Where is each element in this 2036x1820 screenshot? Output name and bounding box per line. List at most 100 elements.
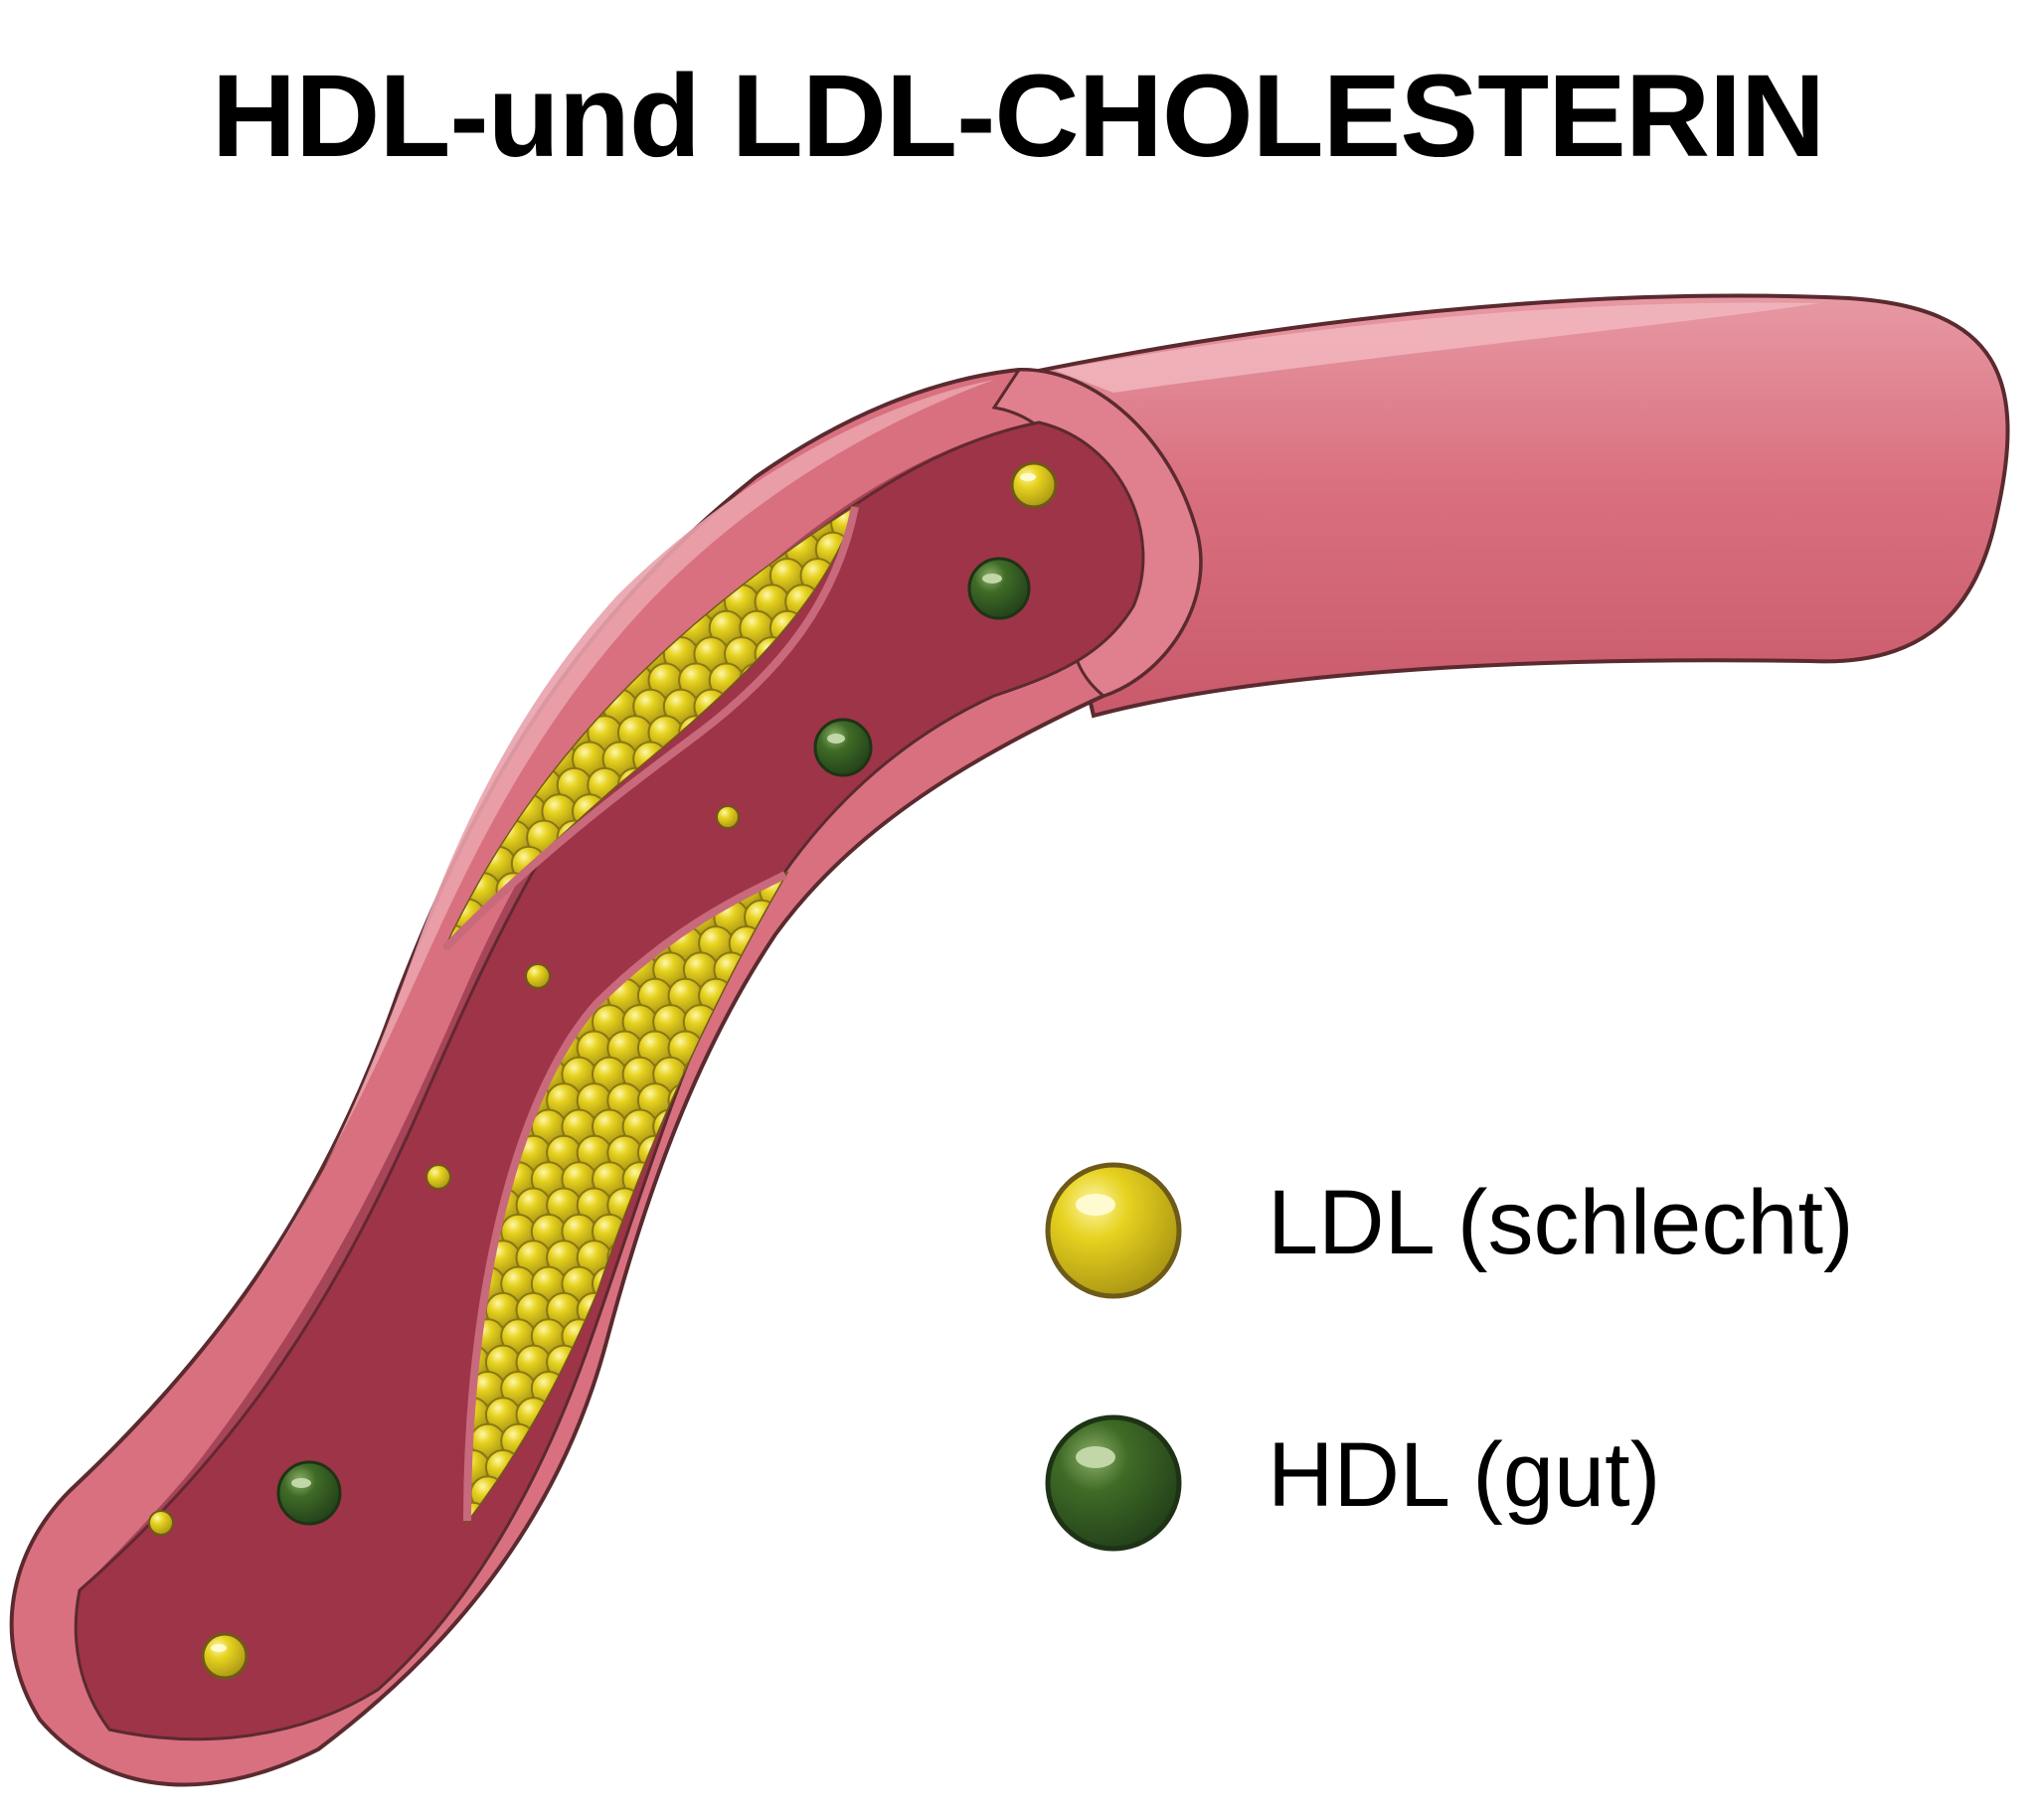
plaque-ldl-sphere: [713, 1371, 750, 1406]
plaque-ldl-sphere: [464, 609, 501, 646]
plaque-ldl-sphere: [632, 507, 669, 515]
plaque-ldl-sphere: [464, 715, 501, 751]
plaque-ldl-sphere: [587, 558, 623, 594]
plaque-ldl-sphere: [713, 1108, 750, 1145]
plaque-ldl-sphere: [616, 507, 653, 542]
plaque-ldl-sphere: [759, 1449, 785, 1485]
plaque-ldl-sphere: [682, 1213, 719, 1249]
plaque-ldl-sphere: [480, 636, 517, 673]
plaque-ldl-sphere: [445, 662, 471, 699]
plaque-ldl-sphere: [526, 558, 563, 594]
plaque-ldl-sphere: [713, 1265, 750, 1302]
plaque-ldl-sphere: [744, 1056, 779, 1092]
plaque-ldl-sphere: [698, 1187, 735, 1224]
plaque-ldl-sphere: [480, 583, 517, 620]
plaque-ldl-sphere: [759, 1501, 785, 1521]
ldl-particle: [425, 1164, 451, 1190]
ldl-particle: [525, 963, 551, 989]
plaque-ldl-sphere: [759, 1240, 785, 1276]
plaque-ldl-sphere: [652, 1265, 689, 1302]
plaque-ldl-sphere: [445, 636, 455, 673]
plaque-ldl-sphere: [592, 1475, 627, 1512]
plaque-ldl-sphere: [728, 1134, 764, 1171]
plaque-ldl-sphere: [576, 1449, 612, 1485]
plaque-ldl-sphere: [667, 1187, 704, 1224]
plaque-ldl-sphere: [606, 1501, 643, 1521]
plaque-ldl-sphere: [667, 1397, 704, 1433]
plaque-ldl-sphere: [445, 558, 471, 594]
plaque-ldl-sphere: [667, 1344, 704, 1381]
plaque-ldl-sphere: [814, 898, 851, 934]
plaque-ldl-sphere: [759, 1291, 785, 1328]
hdl-particle: [813, 718, 873, 777]
plaque-ldl-sphere: [636, 1397, 673, 1433]
plaque-ldl-sphere: [667, 1501, 704, 1521]
plaque-ldl-sphere: [526, 507, 563, 542]
plaque-ldl-sphere: [682, 1108, 719, 1145]
plaque-ldl-sphere: [445, 507, 455, 515]
plaque-ldl-sphere: [667, 1291, 704, 1328]
plaque-ldl-sphere: [744, 1265, 779, 1302]
plaque-ldl-sphere: [773, 1213, 785, 1249]
plaque-ldl-sphere: [773, 1475, 785, 1512]
plaque-ldl-sphere: [698, 1291, 735, 1328]
plaque-ldl-sphere: [445, 583, 455, 620]
plaque-ldl-sphere: [445, 793, 455, 830]
plaque-ldl-sphere: [744, 1108, 779, 1145]
plaque-ldl-sphere: [830, 872, 855, 909]
plaque-ldl-sphere: [621, 1318, 658, 1355]
plaque-ldl-sphere: [759, 1134, 785, 1171]
plaque-ldl-sphere: [713, 1475, 750, 1512]
plaque-ldl-sphere: [445, 507, 471, 542]
plaque-ldl-sphere: [698, 1082, 735, 1119]
plaque-ldl-sphere: [682, 1475, 719, 1512]
plaque-ldl-sphere: [728, 1030, 764, 1067]
plaque-ldl-sphere: [449, 531, 486, 568]
plaque-ldl-sphere: [713, 1161, 750, 1198]
plaque-ldl-sphere: [773, 1004, 785, 1041]
plaque-ldl-sphere: [728, 1082, 764, 1119]
ldl-particle: [201, 1632, 249, 1680]
plaque-ldl-sphere: [606, 1449, 643, 1485]
plaque-ldl-sphere: [480, 531, 517, 568]
plaque-ldl-sphere: [773, 1422, 785, 1459]
plaque-ldl-sphere: [495, 662, 532, 699]
plaque-ldl-sphere: [647, 507, 684, 542]
plaque-ldl-sphere: [449, 636, 486, 673]
ldl-particle: [148, 1510, 174, 1536]
plaque-ldl-sphere: [713, 1213, 750, 1249]
plaque-ldl-sphere: [728, 1187, 764, 1224]
plaque-ldl-sphere: [445, 609, 471, 646]
plaque-ldl-sphere: [480, 688, 517, 725]
plaque-ldl-sphere: [464, 507, 501, 542]
plaque-ldl-sphere: [759, 1082, 785, 1119]
plaque-ldl-sphere: [621, 1371, 658, 1406]
hdl-particle: [276, 1460, 342, 1526]
plaque-ldl-sphere: [587, 507, 623, 542]
plaque-ldl-sphere: [698, 1501, 735, 1521]
plaque-ldl-sphere: [541, 507, 578, 515]
plaque-ldl-sphere: [728, 1501, 764, 1521]
plaque-ldl-sphere: [495, 609, 532, 646]
plaque-ldl-sphere: [667, 1240, 704, 1276]
plaque-ldl-sphere: [773, 1108, 785, 1145]
plaque-ldl-sphere: [621, 1475, 658, 1512]
plaque-ldl-sphere: [495, 558, 532, 594]
plaque-ldl-sphere: [464, 662, 501, 699]
plaque-ldl-sphere: [449, 741, 486, 777]
plaque-ldl-sphere: [510, 636, 547, 673]
plaque-ldl-sphere: [682, 1371, 719, 1406]
plaque-ldl-sphere: [510, 583, 547, 620]
hdl-particle: [967, 557, 1031, 620]
page-title: HDL-und LDL-CHOLESTERIN: [211, 51, 1825, 182]
plaque-ldl-sphere: [682, 1265, 719, 1302]
plaque-ldl-sphere: [682, 1161, 719, 1198]
plaque-ldl-sphere: [576, 1501, 612, 1521]
plaque-ldl-sphere: [556, 558, 593, 594]
plaque-ldl-sphere: [744, 1371, 779, 1406]
plaque-ldl-sphere: [667, 1449, 704, 1485]
plaque-ldl-sphere: [449, 688, 486, 725]
plaque-ldl-sphere: [526, 609, 563, 646]
plaque-ldl-sphere: [773, 951, 785, 988]
